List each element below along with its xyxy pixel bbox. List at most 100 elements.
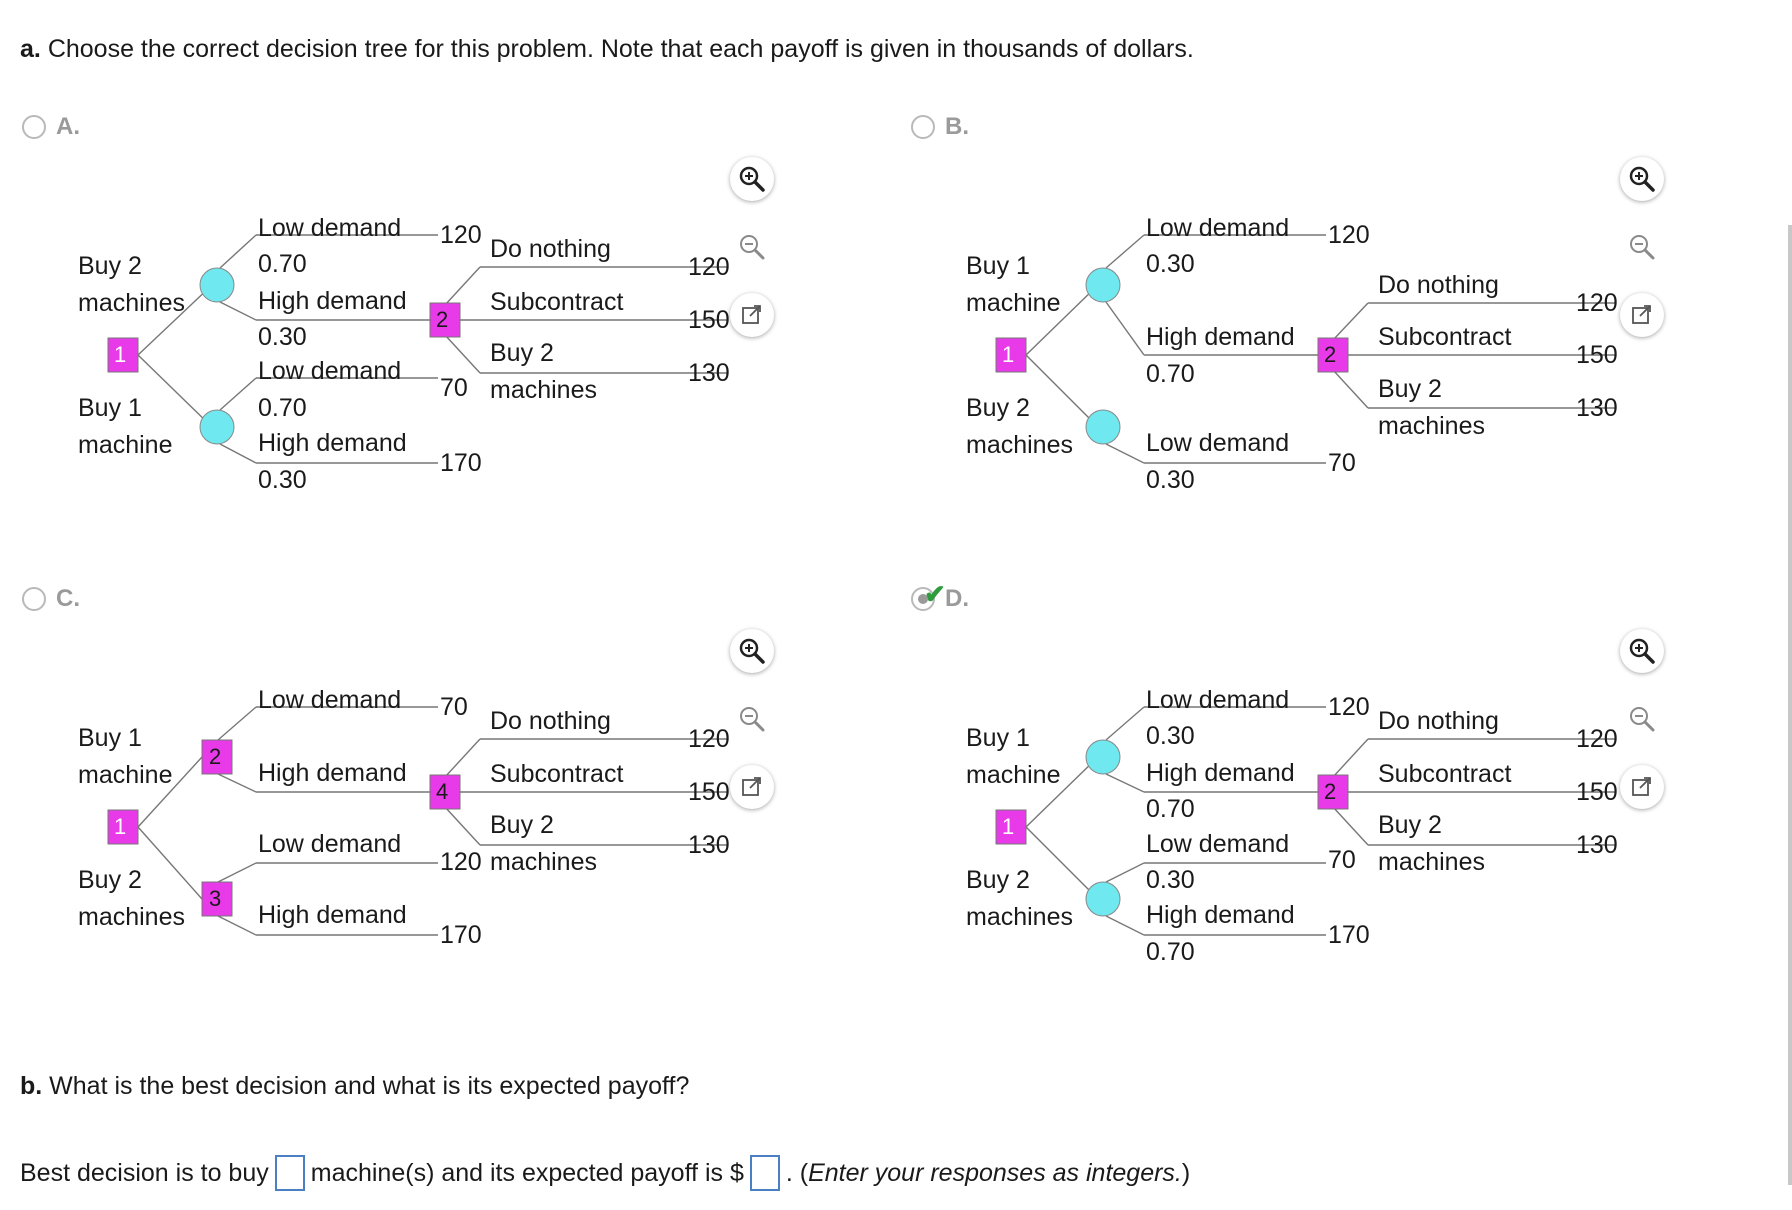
decision-node-label: 1 — [114, 814, 127, 839]
option-b-radio[interactable] — [911, 115, 935, 139]
popout-icon[interactable] — [730, 765, 774, 809]
probability-label: 0.30 — [1146, 866, 1195, 894]
zoom-out-icon[interactable] — [1620, 225, 1664, 269]
payoff-label: 120 — [688, 725, 730, 753]
probability-label: 0.30 — [1146, 466, 1195, 494]
option-d-radio[interactable]: ✔ — [911, 579, 946, 611]
option-d-label: D. — [945, 585, 969, 612]
option-b-label: B. — [945, 113, 969, 140]
decision-node-label: 3 — [209, 886, 222, 911]
choice-label: Buy 1 — [966, 724, 1030, 752]
branch-label: Low demand — [1146, 686, 1290, 714]
question-b-text: What is the best decision and what is it… — [49, 1072, 690, 1100]
branch-label: Low demand — [1146, 830, 1290, 858]
branch-label: Buy 2 — [1378, 375, 1442, 403]
choice-label: Buy 2 — [966, 866, 1030, 894]
payoff-answer-input[interactable] — [749, 1155, 780, 1191]
choice-label: Buy 1 — [78, 394, 142, 422]
decision-node-label: 4 — [436, 779, 449, 804]
decision-node-label: 1 — [1002, 342, 1015, 367]
choice-label: Buy 1 — [78, 724, 142, 752]
branch-label: Low demand — [258, 357, 402, 385]
payoff-label: 120 — [1576, 725, 1618, 753]
payoff-label: 70 — [440, 374, 468, 402]
zoom-in-icon[interactable] — [730, 157, 774, 201]
branch-label: Low demand — [1146, 429, 1290, 457]
branch-label: Do nothing — [490, 707, 611, 735]
option-d[interactable]: ✔ D. — [911, 579, 969, 613]
payoff-label: 170 — [440, 921, 482, 949]
choice-label: Buy 1 — [966, 252, 1030, 280]
branch-label: High demand — [258, 901, 407, 929]
branch-label: Do nothing — [1378, 707, 1499, 735]
payoff-label: 120 — [1328, 221, 1370, 249]
probability-label: 0.70 — [1146, 360, 1195, 388]
zoom-out-icon[interactable] — [730, 225, 774, 269]
answer-line: Best decision is to buy machine(s) and i… — [20, 1155, 1190, 1191]
zoom-in-icon[interactable] — [1620, 157, 1664, 201]
branch-label: Do nothing — [490, 235, 611, 263]
branch-label: Low demand — [258, 830, 402, 858]
payoff-label: 120 — [1328, 693, 1370, 721]
branch-label: Subcontract — [490, 760, 624, 788]
branch-label: Buy 2 — [490, 339, 554, 367]
tree-a: Buy 2 machines Buy 1 machine 1 2 Low dem… — [60, 205, 840, 535]
probability-label: 0.30 — [1146, 722, 1195, 750]
zoom-out-icon[interactable] — [730, 697, 774, 741]
branch-label: Subcontract — [490, 288, 624, 316]
branch-label: Low demand — [1146, 214, 1290, 242]
answer-after-text: . ( — [785, 1158, 809, 1187]
payoff-label: 120 — [440, 848, 482, 876]
scrollbar[interactable] — [1788, 225, 1792, 1185]
option-a-radio[interactable] — [22, 115, 46, 139]
probability-label: 0.70 — [258, 394, 307, 422]
decision-node-label: 1 — [1002, 814, 1015, 839]
choice-label: machine — [78, 761, 173, 789]
payoff-label: 130 — [1576, 394, 1618, 422]
payoff-label: 120 — [440, 221, 482, 249]
zoom-in-icon[interactable] — [730, 629, 774, 673]
answer-close-paren: ) — [1181, 1158, 1191, 1187]
question-b-prefix: b. — [20, 1072, 43, 1100]
answer-middle-text: machine(s) and its expected payoff is $ — [310, 1158, 744, 1187]
branch-label: Low demand — [258, 686, 402, 714]
branch-label: High demand — [258, 287, 407, 315]
zoom-out-icon[interactable] — [1620, 697, 1664, 741]
branch-label: Subcontract — [1378, 760, 1512, 788]
option-c-radio[interactable] — [22, 587, 46, 611]
branch-label: Subcontract — [1378, 323, 1512, 351]
branch-label: Low demand — [258, 214, 402, 242]
tree-c: Buy 1 machine Buy 2 machines 1 2 3 4 Low… — [60, 677, 840, 1007]
payoff-label: 150 — [1576, 341, 1618, 369]
branch-label: High demand — [1146, 759, 1295, 787]
payoff-label: 150 — [688, 306, 730, 334]
decision-node-label: 2 — [209, 744, 222, 769]
probability-label: 0.70 — [258, 250, 307, 278]
choice-label: Buy 2 — [78, 252, 142, 280]
checkmark-icon: ✔ — [924, 579, 946, 609]
tree-b: Buy 1 machine Buy 2 machines 1 2 Low dem… — [948, 205, 1728, 535]
payoff-label: 150 — [1576, 778, 1618, 806]
payoff-label: 70 — [1328, 449, 1356, 477]
machines-answer-input[interactable] — [274, 1155, 305, 1191]
option-b[interactable]: B. — [911, 113, 969, 141]
payoff-label: 70 — [440, 693, 468, 721]
payoff-label: 70 — [1328, 846, 1356, 874]
choice-label: machines — [78, 903, 185, 931]
popout-icon[interactable] — [730, 293, 774, 337]
decision-node-label: 2 — [1324, 342, 1337, 367]
popout-icon[interactable] — [1620, 293, 1664, 337]
payoff-label: 130 — [688, 359, 730, 387]
question-a: a. Choose the correct decision tree for … — [20, 35, 1194, 64]
tree-d: Buy 1 machine Buy 2 machines 1 2 Low dem… — [948, 677, 1728, 1007]
branch-label: machines — [1378, 848, 1485, 876]
payoff-label: 170 — [1328, 921, 1370, 949]
probability-label: 0.30 — [258, 323, 307, 351]
branch-label: Buy 2 — [1378, 811, 1442, 839]
question-a-text: Choose the correct decision tree for thi… — [47, 35, 1194, 63]
option-a[interactable]: A. — [22, 113, 80, 141]
option-a-label: A. — [56, 113, 80, 140]
option-c[interactable]: C. — [22, 585, 80, 613]
popout-icon[interactable] — [1620, 765, 1664, 809]
zoom-in-icon[interactable] — [1620, 629, 1664, 673]
